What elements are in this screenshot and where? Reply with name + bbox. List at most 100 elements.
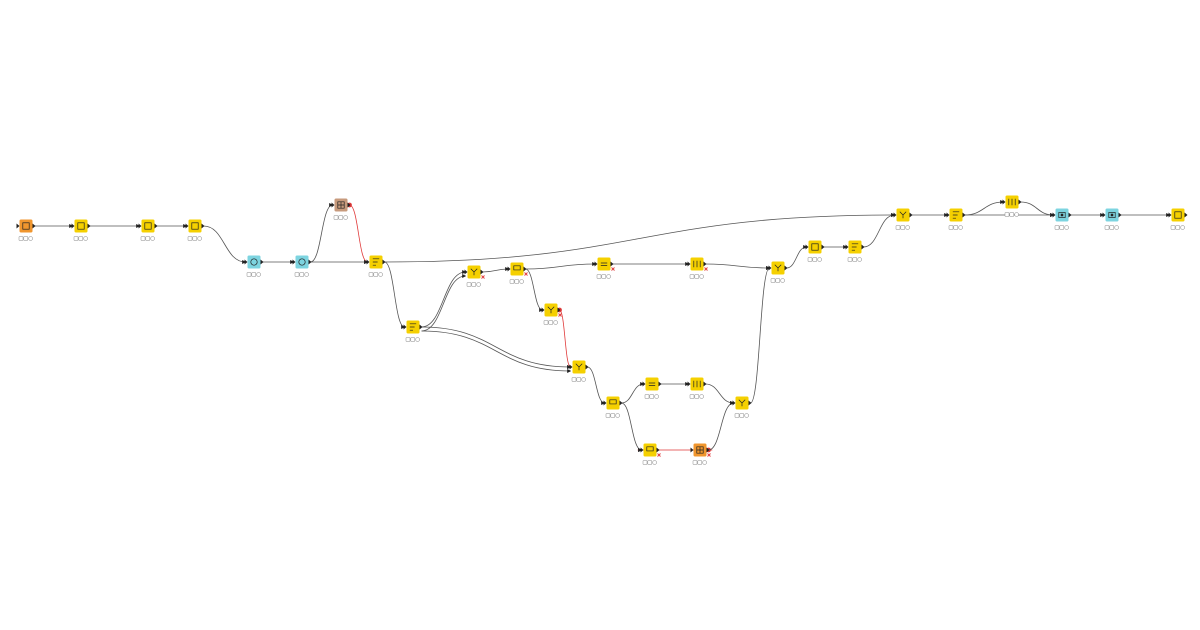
output-port[interactable] <box>1068 212 1072 218</box>
connection-n11-n13[interactable] <box>525 262 597 270</box>
node-n8[interactable] <box>366 255 386 277</box>
node-body[interactable] <box>808 240 822 254</box>
input-port[interactable] <box>893 212 897 218</box>
input-port[interactable] <box>687 261 691 267</box>
output-port[interactable] <box>1118 212 1122 218</box>
connection-n22-n20[interactable] <box>708 401 735 451</box>
connection-n24-n25[interactable] <box>863 213 896 248</box>
connection-n20-n15[interactable] <box>750 266 771 404</box>
output-port[interactable] <box>87 223 91 229</box>
input-port[interactable] <box>687 381 691 387</box>
input-port[interactable] <box>403 324 407 330</box>
node-n25[interactable] <box>893 208 913 230</box>
output-port[interactable] <box>32 223 36 229</box>
output-port[interactable] <box>656 447 660 453</box>
connection-n17-n21[interactable] <box>621 402 643 452</box>
node-n4[interactable] <box>185 219 205 241</box>
input-port[interactable] <box>331 202 335 208</box>
node-body[interactable] <box>19 219 33 233</box>
node-n9[interactable] <box>403 320 423 342</box>
output-port[interactable] <box>382 259 386 265</box>
input-port[interactable] <box>71 223 75 229</box>
output-port[interactable] <box>703 261 707 267</box>
output-port[interactable] <box>523 266 527 272</box>
input-port[interactable] <box>845 244 849 250</box>
node-body[interactable] <box>643 443 657 457</box>
output-port[interactable] <box>347 202 351 208</box>
node-n6[interactable] <box>292 255 312 277</box>
node-n24[interactable] <box>845 240 865 262</box>
connection-n19-n20[interactable] <box>705 383 735 405</box>
node-n28[interactable] <box>1052 208 1072 230</box>
output-port[interactable] <box>821 244 825 250</box>
node-n29[interactable] <box>1102 208 1122 230</box>
output-port[interactable] <box>480 269 484 275</box>
input-port[interactable] <box>805 244 809 250</box>
connection-n17-n18[interactable] <box>621 382 645 404</box>
node-n17[interactable] <box>603 396 623 418</box>
input-port[interactable] <box>594 261 598 267</box>
node-n5[interactable] <box>244 255 264 277</box>
node-body[interactable] <box>1171 208 1185 222</box>
node-body[interactable] <box>141 219 155 233</box>
connection-n26-n27[interactable] <box>964 200 1005 216</box>
node-n23[interactable] <box>805 240 825 262</box>
node-n7[interactable] <box>331 198 351 220</box>
output-port[interactable] <box>1184 212 1188 218</box>
output-port[interactable] <box>658 381 662 387</box>
connection-n9-n10[interactable] <box>421 274 467 332</box>
output-port[interactable] <box>706 447 710 453</box>
input-port[interactable] <box>1002 199 1006 205</box>
node-n2[interactable] <box>71 219 91 241</box>
connection-n14-n15[interactable] <box>705 263 771 270</box>
input-port[interactable] <box>292 259 296 265</box>
input-port[interactable] <box>603 400 607 406</box>
output-port[interactable] <box>748 400 752 406</box>
output-port[interactable] <box>784 265 788 271</box>
input-port[interactable] <box>642 381 646 387</box>
node-n10[interactable] <box>464 265 485 287</box>
output-port[interactable] <box>419 324 423 330</box>
input-port[interactable] <box>185 223 189 229</box>
connection-n12-n16[interactable] <box>559 309 572 369</box>
output-port[interactable] <box>557 307 561 313</box>
node-n21[interactable] <box>640 443 661 465</box>
node-n13[interactable] <box>594 257 615 279</box>
connection-n6-n7[interactable] <box>310 203 334 263</box>
node-body[interactable] <box>247 255 261 269</box>
node-n22[interactable] <box>690 443 711 465</box>
output-port[interactable] <box>201 223 205 229</box>
node-n27[interactable] <box>1002 195 1022 217</box>
input-port[interactable] <box>640 447 644 453</box>
node-n16[interactable] <box>569 360 589 382</box>
output-port[interactable] <box>962 212 966 218</box>
input-port[interactable] <box>946 212 950 218</box>
input-port[interactable] <box>138 223 142 229</box>
output-port[interactable] <box>1018 199 1022 205</box>
connection-n15-n23[interactable] <box>786 245 808 269</box>
output-port[interactable] <box>154 223 158 229</box>
input-port[interactable] <box>690 447 694 453</box>
node-body[interactable] <box>606 396 620 410</box>
input-port[interactable] <box>244 259 248 265</box>
input-port[interactable] <box>541 307 545 313</box>
node-n18[interactable] <box>642 377 662 399</box>
input-port[interactable] <box>366 259 370 265</box>
input-port[interactable] <box>732 400 736 406</box>
input-port[interactable] <box>16 223 20 229</box>
node-n30[interactable] <box>1168 208 1188 230</box>
connection-n7-n8[interactable] <box>349 204 369 264</box>
node-n15[interactable] <box>768 261 788 283</box>
connection-n8-n25[interactable] <box>384 213 896 263</box>
input-port[interactable] <box>507 266 511 272</box>
input-port[interactable] <box>1168 212 1172 218</box>
connection-n8-n9[interactable] <box>384 261 406 329</box>
node-body[interactable] <box>645 377 659 391</box>
node-n3[interactable] <box>138 219 158 241</box>
input-port[interactable] <box>464 269 468 275</box>
node-n26[interactable] <box>946 208 966 230</box>
output-port[interactable] <box>585 364 589 370</box>
output-port[interactable] <box>909 212 913 218</box>
connection-n27-n28[interactable] <box>1020 201 1055 217</box>
node-body[interactable] <box>188 219 202 233</box>
